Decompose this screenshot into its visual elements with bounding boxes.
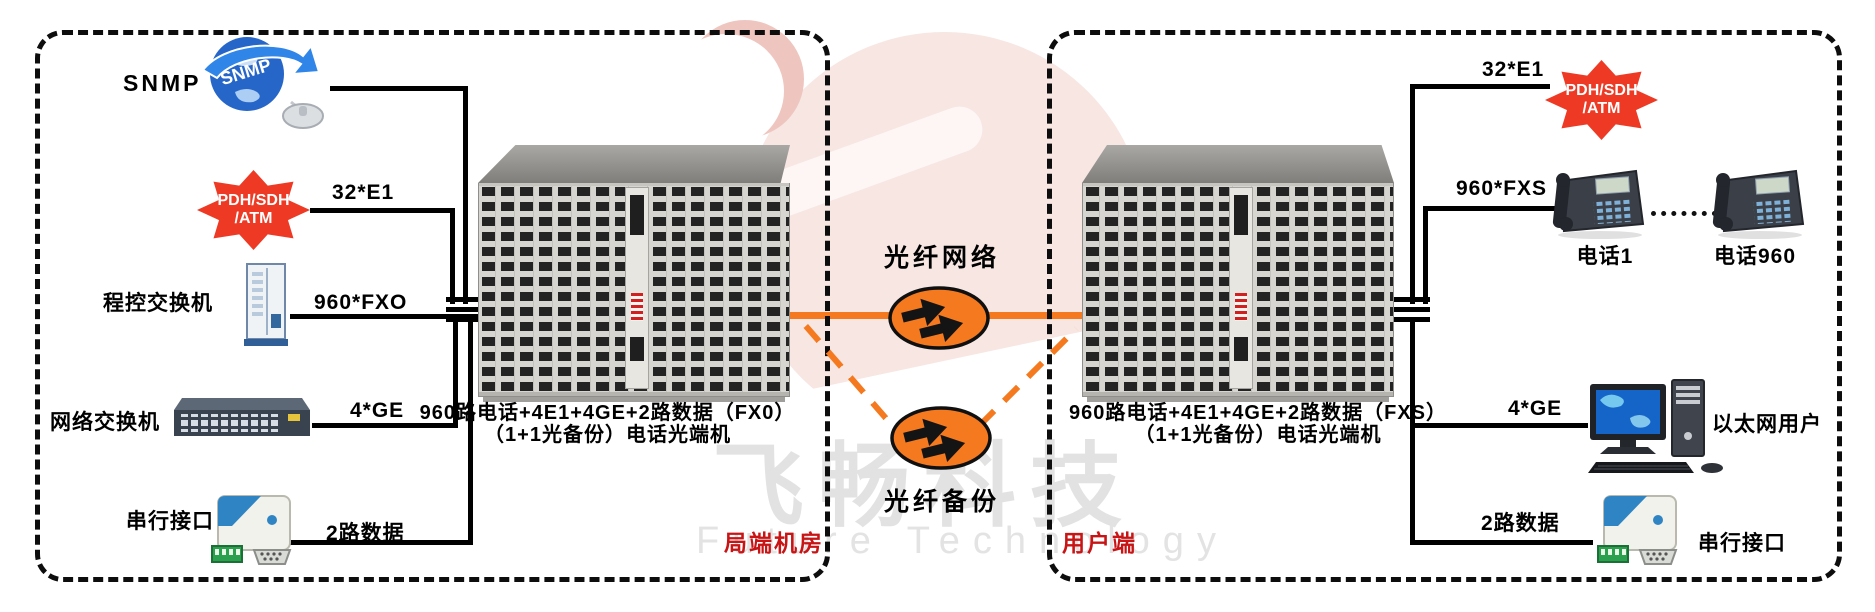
zone-label-user: 用户端 <box>1062 530 1137 556</box>
ge-link-label-left: 4*GE <box>350 399 405 422</box>
chassis-top-face <box>478 145 790 183</box>
data-link-line-left <box>287 540 473 545</box>
lan-switch-label: 网络交换机 <box>50 411 160 434</box>
fxs-link-label: 960*FXS <box>1456 177 1548 200</box>
fiber-main-node-icon <box>886 284 992 352</box>
watermark-logo-crescent <box>668 20 804 148</box>
fxs-link-line <box>1423 206 1563 211</box>
data-link-line-left-v <box>468 322 473 545</box>
star-text-line2: /ATM <box>234 210 273 227</box>
chassis-fxs <box>1082 145 1394 402</box>
ip-phone-icon-last <box>1712 152 1808 245</box>
ge-link-line-left <box>312 423 458 428</box>
phone-last-label: 电话960 <box>1713 245 1797 268</box>
serial-converter-icon-left <box>210 490 298 571</box>
lan-switch-icon <box>170 392 310 449</box>
ge-link-line-left-v <box>453 322 458 428</box>
chassis-caption-left: 960路电话+4E1+4GE+2路数据（FX0） （1+1光备份）电话光端机 <box>395 402 820 446</box>
fxo-link-line <box>290 314 486 319</box>
e1-link-label-right: 32*E1 <box>1482 58 1545 81</box>
snmp-label: SNMP <box>123 70 202 96</box>
chassis-fxo <box>478 145 790 402</box>
fiber-backup-node-icon <box>888 404 994 472</box>
fiber-main-label: 光纤网络 <box>883 244 1000 272</box>
e1-link-label-left: 32*E1 <box>332 181 395 204</box>
chassis-control-card <box>624 187 649 389</box>
chassis-top-face <box>1082 145 1394 183</box>
data-link-label-right: 2路数据 <box>1481 512 1560 535</box>
ip-phone-icon-first <box>1552 152 1648 245</box>
user-zone-box <box>1047 30 1842 582</box>
snmp-globe-icon: SNMP <box>195 28 335 141</box>
fxs-link-line-v <box>1423 206 1428 304</box>
watermark-en-text: Future Technology <box>696 520 1229 562</box>
serial-label-right: 串行接口 <box>1698 532 1786 555</box>
desktop-computer-icon <box>1588 378 1728 481</box>
e1-link-line-right-v <box>1410 84 1415 304</box>
e1-link-line-left-v <box>450 208 455 304</box>
bundle-line-left <box>446 297 488 302</box>
chassis-caption-left-line1: 960路电话+4E1+4GE+2路数据（FX0） <box>419 402 796 424</box>
star-text-line1: PDH/SDH <box>1565 82 1638 99</box>
star-text-line2: /ATM <box>1582 100 1621 117</box>
e1-link-line-left <box>310 208 455 213</box>
ethernet-user-label: 以太网用户 <box>1712 413 1822 436</box>
chassis-caption-right-line2: （1+1光备份）电话光端机 <box>1134 424 1382 446</box>
pbx-label: 程控交换机 <box>103 292 213 315</box>
phone-first-label: 电话1 <box>1576 245 1634 268</box>
snmp-link-line-v <box>463 86 468 304</box>
pbx-cabinet-icon <box>244 260 288 353</box>
fxo-link-label: 960*FXO <box>314 291 408 314</box>
star-text-line1: PDH/SDH <box>217 192 290 209</box>
bundle-line-right <box>1388 307 1430 312</box>
chassis-control-card <box>1228 187 1253 389</box>
ge-data-link-line-right-v <box>1410 322 1415 543</box>
ge-link-label-right: 4*GE <box>1508 397 1563 420</box>
snmp-link-line <box>330 86 468 91</box>
fiber-backup-label: 光纤备份 <box>883 488 1000 516</box>
serial-converter-icon-right <box>1596 490 1684 571</box>
serial-label-left: 串行接口 <box>126 510 214 533</box>
e1-link-line-right <box>1410 84 1550 89</box>
phones-ellipsis-line <box>1651 211 1717 216</box>
bundle-line-right <box>1388 297 1430 302</box>
bundle-line-right <box>1388 317 1430 322</box>
data-link-label-left: 2路数据 <box>326 522 405 545</box>
pdh-sdh-atm-starburst-left: PDH/SDH /ATM <box>197 170 310 250</box>
ge-link-line-right <box>1410 423 1588 428</box>
bundle-line-left <box>446 307 488 312</box>
data-link-line-right <box>1410 540 1593 545</box>
office-zone-box <box>35 30 830 582</box>
bundle-line-left <box>446 317 488 322</box>
chassis-caption-left-line2: （1+1光备份）电话光端机 <box>484 424 731 446</box>
pdh-sdh-atm-starburst-right: PDH/SDH /ATM <box>1545 60 1658 140</box>
chassis-caption-right-line1: 960路电话+4E1+4GE+2路数据（FXS） <box>1068 402 1448 424</box>
zone-label-office: 局端机房 <box>724 530 824 556</box>
chassis-caption-right: 960路电话+4E1+4GE+2路数据（FXS） （1+1光备份）电话光端机 <box>1058 402 1458 446</box>
